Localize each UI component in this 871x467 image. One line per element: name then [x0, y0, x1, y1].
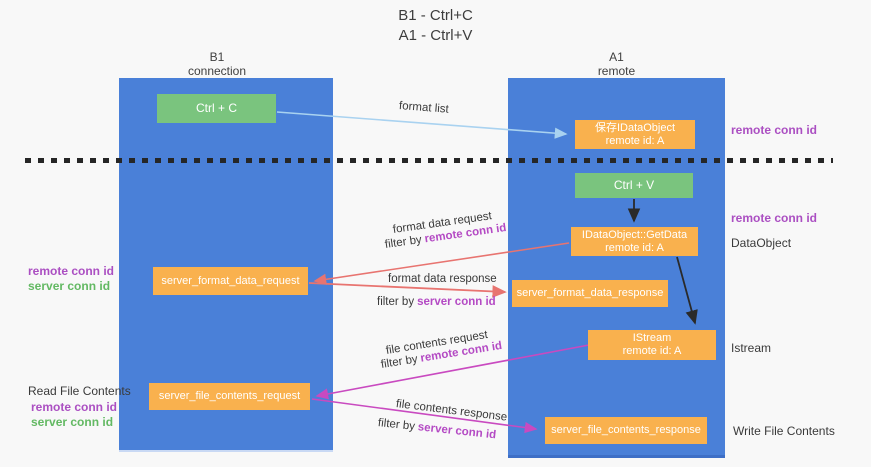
left-conn-id-pair-1: remote conn id server conn id: [28, 264, 114, 294]
server-format-data-request-label: server_format_data_request: [161, 274, 300, 287]
server-file-contents-response-label: server_file_contents_response: [551, 424, 701, 436]
ctrl-v-box: Ctrl + V: [575, 173, 693, 198]
read-file-contents-annotation: Read File Contents: [28, 384, 131, 398]
idataobject-getdata-box: IDataObject::GetData remote id: A: [571, 227, 698, 256]
save-idataobject-line1: 保存IDataObject: [594, 121, 676, 134]
server-format-data-response-box: server_format_data_response: [512, 280, 668, 307]
save-idataobject-line2: remote id: A: [605, 134, 665, 147]
lane-a1-title: A1: [609, 50, 624, 64]
write-file-contents-annotation: Write File Contents: [733, 424, 835, 438]
server-file-contents-request-box: server_file_contents_request: [149, 383, 310, 410]
session-divider-dashed-line: [25, 158, 833, 163]
filter-by-text: filter by: [384, 233, 423, 251]
server-format-data-request-box: server_format_data_request: [153, 267, 308, 295]
ctrl-v-label: Ctrl + V: [613, 178, 655, 192]
diagram-title-line1: B1 - Ctrl+C: [398, 7, 473, 24]
lane-header-b1: B1 connection: [119, 50, 315, 78]
remote-conn-id-annotation: remote conn id: [28, 264, 115, 278]
filter-by-text: filter by: [377, 417, 416, 433]
diagram-title: B1 - Ctrl+C A1 - Ctrl+V: [0, 6, 871, 46]
remote-conn-id-annotation-1: remote conn id: [731, 123, 818, 137]
diagram-title-line2: A1 - Ctrl+V: [398, 27, 473, 44]
server-conn-id-key: server conn id: [417, 421, 497, 442]
ctrl-c-box: Ctrl + C: [157, 94, 276, 123]
getdata-line1: IDataObject::GetData: [581, 228, 688, 241]
format-data-response-label: format data response: [388, 273, 497, 285]
server-conn-id-annotation: server conn id: [31, 415, 114, 429]
left-conn-id-pair-2: remote conn id server conn id: [31, 400, 117, 430]
istream-annotation: Istream: [731, 341, 772, 355]
dataobject-annotation: DataObject: [731, 236, 792, 250]
save-idataobject-box: 保存IDataObject remote id: A: [575, 120, 695, 149]
server-format-data-response-label: server_format_data_response: [516, 287, 664, 299]
istream-line1: IStream: [632, 332, 672, 344]
lane-b1-subtitle: connection: [187, 64, 247, 78]
server-file-contents-response-box: server_file_contents_response: [545, 417, 707, 444]
lane-b1-title: B1: [209, 50, 225, 64]
format-list-label: format list: [398, 100, 450, 116]
server-file-contents-request-label: server_file_contents_request: [158, 390, 301, 402]
lane-header-a1: A1 remote: [508, 50, 725, 78]
getdata-line2: remote id: A: [605, 241, 664, 254]
istream-line2: remote id: A: [622, 345, 682, 357]
istream-box: IStream remote id: A: [588, 330, 716, 360]
remote-conn-id-annotation-2: remote conn id: [731, 211, 818, 225]
server-conn-id-annotation: server conn id: [28, 279, 111, 293]
ctrl-c-label: Ctrl + C: [195, 101, 237, 115]
server-conn-id-key: server conn id: [417, 296, 496, 308]
lane-a1-subtitle: remote: [597, 64, 636, 78]
remote-conn-id-annotation: remote conn id: [31, 400, 118, 414]
filter-by-text: filter by: [377, 296, 415, 308]
